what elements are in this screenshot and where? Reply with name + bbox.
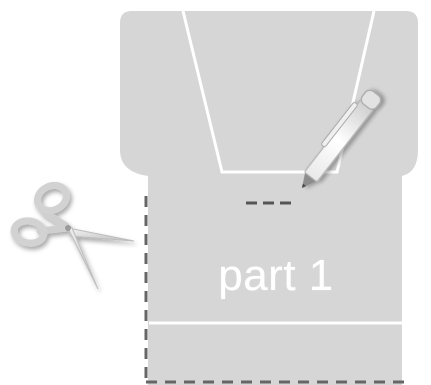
scissors-icon [12, 181, 134, 289]
garment-shape [120, 11, 418, 385]
part-label: part 1 [150, 244, 402, 308]
